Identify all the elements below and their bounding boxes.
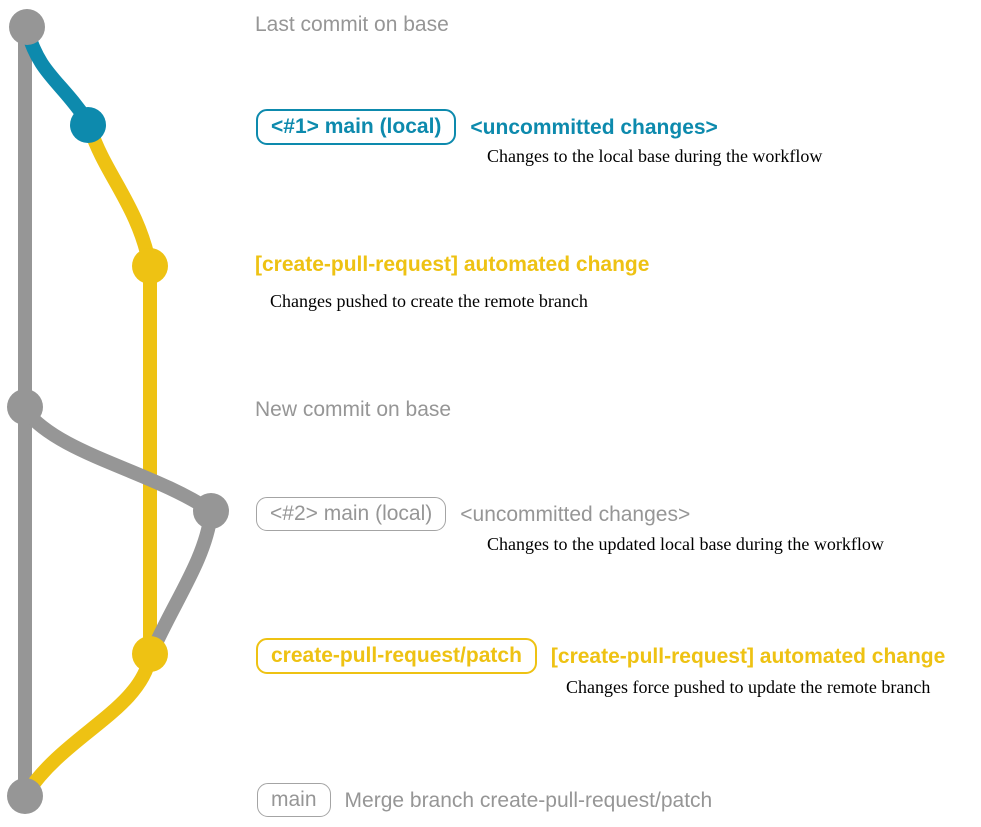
commit-subject: Last commit on base <box>255 13 449 36</box>
ref-badge-main-local-2[interactable]: <#2> main (local) <box>256 497 447 531</box>
commit-row-automated-change-1: [create-pull-request] automated change <box>255 254 649 275</box>
commit-subject: [create-pull-request] automated change <box>255 253 650 276</box>
commit-node-last-commit-on-base[interactable] <box>9 9 45 45</box>
edge-base-to-local1 <box>20 23 95 129</box>
commit-subject: Merge branch create-pull-request/patch <box>344 788 713 812</box>
commit-subject: New commit on base <box>255 398 452 421</box>
commit-node-automated-change-2[interactable] <box>132 636 168 672</box>
commit-row-last-commit-on-base: Last commit on base <box>255 14 449 35</box>
edge-local1-to-remote1 <box>83 121 157 273</box>
commit-row-new-commit-on-base: New commit on base <box>255 399 451 420</box>
edge-base2-to-local2 <box>18 403 218 518</box>
commit-node-merge[interactable] <box>7 778 43 814</box>
commit-node-local-1[interactable] <box>70 107 106 143</box>
commit-subject: <uncommitted changes> <box>470 115 718 139</box>
commit-row-automated-change-2: create-pull-request/patch [create-pull-r… <box>256 638 945 674</box>
commit-row-local-2: <#2> main (local) <uncommitted changes> <box>256 497 690 531</box>
commit-subject: [create-pull-request] automated change <box>550 644 946 668</box>
ref-badge-main[interactable]: main <box>257 783 331 817</box>
edge-local2-to-remote2 <box>145 507 218 659</box>
commit-subject: <uncommitted changes> <box>460 502 691 526</box>
commit-note-local-1: Changes to the local base during the wor… <box>487 146 823 166</box>
commit-node-automated-change-1[interactable] <box>132 248 168 284</box>
ref-badge-main-local-1[interactable]: <#1> main (local) <box>256 109 457 145</box>
commit-node-new-commit-on-base[interactable] <box>7 389 43 425</box>
commit-row-local-1: <#1> main (local) <uncommitted changes> <box>256 109 718 145</box>
edge-remote2-to-merge <box>20 650 157 800</box>
commit-row-merge: main Merge branch create-pull-request/pa… <box>257 783 712 817</box>
commit-note-local-2: Changes to the updated local base during… <box>487 534 884 554</box>
ref-badge-create-pull-request-patch[interactable]: create-pull-request/patch <box>256 638 537 674</box>
commit-node-local-2[interactable] <box>193 493 229 529</box>
commit-note-automated-change-2: Changes force pushed to update the remot… <box>566 677 931 697</box>
commit-note-automated-change-1: Changes pushed to create the remote bran… <box>270 291 588 311</box>
